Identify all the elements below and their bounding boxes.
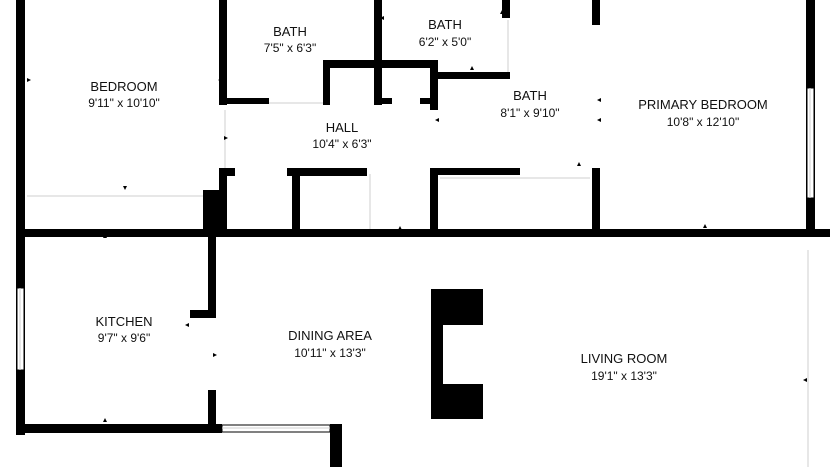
room-dims: 10'8" x 12'10" [667,115,740,129]
room-dims: 10'11" x 13'3" [294,346,366,360]
room-dims: 9'7" x 9'6" [98,331,150,345]
room-label-bedroom: BEDROOM 9'11" x 10'10" [88,79,160,110]
walls [16,0,830,467]
windows [16,87,815,467]
room-name: HALL [326,120,359,135]
room-label-living-room: LIVING ROOM 19'1" x 13'3" [581,351,668,383]
room-dims: 9'11" x 10'10" [88,96,160,110]
room-label-bath-3: BATH 8'1" x 9'10" [500,88,559,120]
room-name: DINING AREA [288,328,372,343]
room-name: BEDROOM [90,79,157,94]
room-dims: 7'5" x 6'3" [264,41,316,55]
room-label-bath-2: BATH 6'2" x 5'0" [419,17,471,49]
room-label-dining-area: DINING AREA 10'11" x 13'3" [288,328,372,360]
room-dims: 19'1" x 13'3" [591,369,657,383]
room-dims: 8'1" x 9'10" [500,106,559,120]
room-name: KITCHEN [95,314,152,329]
room-label-bath-1: BATH 7'5" x 6'3" [264,24,316,55]
room-label-primary-bedroom: PRIMARY BEDROOM 10'8" x 12'10" [638,97,768,129]
room-dims: 6'2" x 5'0" [419,35,471,49]
room-name: BATH [428,17,462,32]
door-marks [27,10,807,422]
room-name: BATH [273,24,307,39]
room-name: PRIMARY BEDROOM [638,97,768,112]
room-name: LIVING ROOM [581,351,668,366]
room-label-kitchen: KITCHEN 9'7" x 9'6" [95,314,152,345]
room-dims: 10'4" x 6'3" [312,137,371,151]
room-label-hall: HALL 10'4" x 6'3" [312,120,371,151]
room-name: BATH [513,88,547,103]
